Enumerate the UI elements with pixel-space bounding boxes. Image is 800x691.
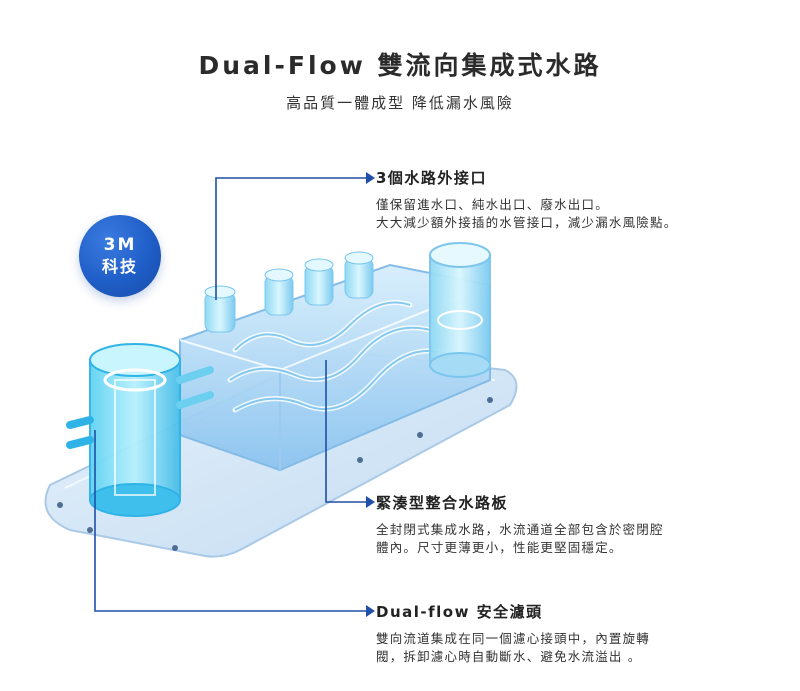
page-subtitle: 高品質一體成型 降低漏水風險 xyxy=(286,94,514,112)
page-title: Dual-Flow 雙流向集成式水路 xyxy=(198,51,602,80)
callout-heading: 3個水路外接口 xyxy=(376,169,487,187)
callout-heading: 緊湊型整合水路板 xyxy=(376,494,509,512)
callout-heading: Dual-flow 安全濾頭 xyxy=(376,603,543,621)
callout-body-line: 雙向流道集成在同一個濾心接頭中，內置旋轉 xyxy=(376,631,651,646)
arrowhead-3 xyxy=(366,605,375,617)
3m-technology-badge: 3M 科技 xyxy=(79,215,161,297)
arrowhead-2 xyxy=(366,496,375,508)
callout-body-line: 大大減少額外接插的水管接口，減少漏水風險點。 xyxy=(376,215,678,230)
badge-line-1: 3M xyxy=(103,235,137,255)
right-filter-cylinder xyxy=(429,242,491,378)
callout-body: 全封閉式集成水路，水流通道全部包含於密閉腔 體內。尺寸更薄更小，性能更堅固穩定。 xyxy=(376,521,706,557)
badge-line-2: 科技 xyxy=(101,257,138,276)
callout-body: 雙向流道集成在同一個濾心接頭中，內置旋轉 閥，拆卸濾心時自動斷水、避免水流溢出 … xyxy=(376,630,706,666)
callout-safety-filter-head: Dual-flow 安全濾頭 雙向流道集成在同一個濾心接頭中，內置旋轉 閥，拆卸… xyxy=(376,602,706,666)
callout-body-line: 僅保留進水口、純水出口、廢水出口。 xyxy=(376,197,609,212)
callout-compact-board: 緊湊型整合水路板 全封閉式集成水路，水流通道全部包含於密閉腔 體內。尺寸更薄更小… xyxy=(376,493,706,557)
arrowhead-1 xyxy=(366,172,375,184)
connector-line-3 xyxy=(94,430,366,612)
connector-line-2 xyxy=(325,360,366,503)
callout-body-line: 體內。尺寸更薄更小，性能更堅固穩定。 xyxy=(376,540,623,555)
callout-body-line: 閥，拆卸濾心時自動斷水、避免水流溢出 。 xyxy=(376,649,642,664)
callout-body: 僅保留進水口、純水出口、廢水出口。 大大減少額外接插的水管接口，減少漏水風險點。 xyxy=(376,196,736,232)
left-filter-cylinder xyxy=(66,343,214,517)
connector-line-1 xyxy=(215,177,366,300)
callout-body-line: 全封閉式集成水路，水流通道全部包含於密閉腔 xyxy=(376,522,664,537)
waterway-module-illustration xyxy=(44,242,518,558)
top-ports xyxy=(204,251,374,333)
callout-external-ports: 3個水路外接口 僅保留進水口、純水出口、廢水出口。 大大減少額外接插的水管接口，… xyxy=(376,168,736,232)
